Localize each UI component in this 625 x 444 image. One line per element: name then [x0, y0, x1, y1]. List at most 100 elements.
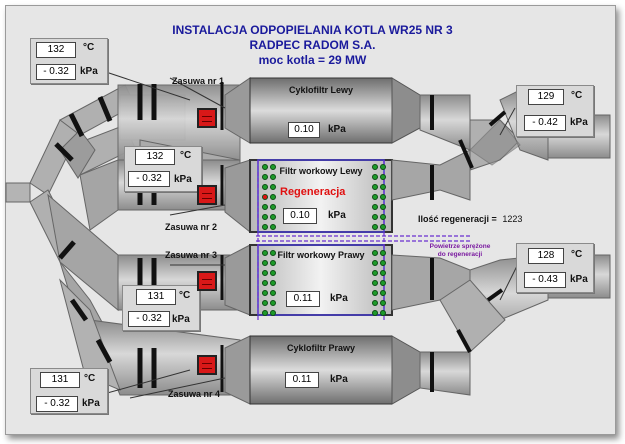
nozzle-active-dot	[262, 194, 268, 200]
nozzle-dot	[372, 224, 378, 230]
nozzle-dot	[262, 184, 268, 190]
nozzle-dot	[372, 270, 378, 276]
outlet-top-temp-unit: °C	[571, 90, 583, 101]
valve-4-label: Zasuwa nr 4	[168, 389, 221, 399]
valve-3-indicator[interactable]	[197, 271, 217, 291]
nozzle-dot	[380, 174, 386, 180]
cyclone-right-pressure-value: 0.11	[285, 372, 319, 388]
nozzle-dot	[380, 204, 386, 210]
nozzle-dot	[270, 280, 276, 286]
nozzle-dot	[380, 280, 386, 286]
bag-filter-left-pressure-unit: kPa	[328, 210, 346, 221]
valve-3-pressure-unit: kPa	[172, 314, 190, 325]
title-line-1: INSTALACJA ODPOPIELANIA KOTLA WR25 NR 3	[172, 23, 453, 37]
valve-1-pressure-value: - 0.32	[36, 64, 76, 80]
outlet-bottom-temp-value: 128	[528, 248, 564, 264]
nozzle-dot	[372, 184, 378, 190]
nozzle-dot	[380, 260, 386, 266]
regeneration-count-text: Ilość regeneracji =	[418, 214, 497, 224]
nozzle-dot	[380, 184, 386, 190]
nozzle-dot	[270, 174, 276, 180]
nozzle-dot	[262, 164, 268, 170]
nozzle-dot	[380, 300, 386, 306]
valve-4-pressure-unit: kPa	[82, 398, 100, 409]
bag-filter-right-title: Filtr workowy Prawy	[277, 250, 365, 260]
outlet-top-pressure-unit: kPa	[570, 117, 588, 128]
outlet-top-temp-value: 129	[528, 89, 564, 105]
nozzle-dot	[262, 174, 268, 180]
nozzle-dot	[380, 310, 386, 316]
valve-1-pressure-unit: kPa	[80, 66, 98, 77]
outlet-bottom-pressure-unit: kPa	[570, 274, 588, 285]
compressed-air-line-2: do regeneracji	[437, 251, 483, 258]
cyclone-left-pressure-unit: kPa	[328, 124, 346, 135]
nozzle-dot	[270, 270, 276, 276]
nozzle-dot	[262, 204, 268, 210]
nozzle-dot	[372, 280, 378, 286]
nozzle-dot	[380, 250, 386, 256]
valve-1-indicator[interactable]	[197, 108, 217, 128]
bag-filter-right-pressure-value: 0.11	[286, 291, 320, 307]
nozzle-dot	[270, 260, 276, 266]
valve-3-temp-unit: °C	[179, 290, 191, 301]
nozzle-dot	[380, 270, 386, 276]
valve-4-temp-value: 131	[40, 372, 80, 388]
bag-filter-left-pressure-value: 0.10	[283, 208, 317, 224]
nozzle-dot	[262, 280, 268, 286]
nozzle-dot	[380, 224, 386, 230]
outlet-bottom-pressure-value: - 0.43	[524, 272, 566, 288]
nozzle-dot	[380, 194, 386, 200]
nozzle-dot	[372, 260, 378, 266]
bag-filter-right-pressure-unit: kPa	[330, 293, 348, 304]
nozzle-dot	[270, 250, 276, 256]
nozzle-dot	[380, 164, 386, 170]
valve-1-label: Zasuwa nr 1	[172, 76, 225, 86]
nozzle-dot	[270, 194, 276, 200]
nozzle-dot	[270, 300, 276, 306]
valve-3-label: Zasuwa nr 3	[165, 250, 218, 260]
nozzle-dot	[372, 204, 378, 210]
nozzle-dot	[262, 260, 268, 266]
nozzle-dot	[262, 290, 268, 296]
regeneration-count-value: 1223	[502, 214, 523, 224]
valve-2-indicator[interactable]	[197, 185, 217, 205]
nozzle-dot	[262, 300, 268, 306]
title-line-2: RADPEC RADOM S.A.	[249, 38, 376, 52]
nozzle-dot	[262, 214, 268, 220]
nozzle-dot	[270, 204, 276, 210]
valve-1-temp-value: 132	[36, 42, 76, 58]
nozzle-dot	[372, 250, 378, 256]
valve-1-temp-unit: °C	[83, 42, 95, 53]
nozzle-dot	[270, 310, 276, 316]
nozzle-dot	[262, 270, 268, 276]
nozzle-dot	[262, 310, 268, 316]
nozzle-dot	[372, 290, 378, 296]
valve-3-pressure-value: - 0.32	[128, 311, 170, 327]
outlet-bottom-temp-unit: °C	[571, 249, 583, 260]
valve-2-temp-value: 132	[135, 149, 175, 165]
nozzle-dot	[270, 290, 276, 296]
nozzle-dot	[372, 214, 378, 220]
valve-2-temp-unit: °C	[180, 150, 192, 161]
nozzle-dot	[372, 300, 378, 306]
regeneration-status: Regeneracja	[280, 186, 346, 198]
outlet-top-pressure-value: - 0.42	[524, 115, 566, 131]
nozzle-dot	[372, 164, 378, 170]
nozzle-dot	[270, 224, 276, 230]
bag-filter-left-title: Filtr workowy Lewy	[279, 166, 363, 176]
cyclone-right-pressure-unit: kPa	[330, 374, 348, 385]
valve-4-indicator[interactable]	[197, 355, 217, 375]
cyclone-right-title: Cyklofiltr Prawy	[286, 343, 356, 353]
valve-2-label: Zasuwa nr 2	[165, 222, 218, 232]
nozzle-dot	[380, 214, 386, 220]
regeneration-count-label: Ilość regeneracji = 1223	[418, 214, 522, 224]
nozzle-dot	[372, 310, 378, 316]
nozzle-dot	[372, 174, 378, 180]
valve-2-pressure-value: - 0.32	[128, 171, 170, 187]
valve-2-pressure-unit: kPa	[174, 174, 192, 185]
valve-4-temp-unit: °C	[84, 373, 96, 384]
compressed-air-note: Powietrze sprężone do regeneracji	[410, 243, 510, 259]
valve-3-temp-value: 131	[136, 289, 176, 305]
compressed-air-line-1: Powietrze sprężone	[429, 243, 491, 250]
